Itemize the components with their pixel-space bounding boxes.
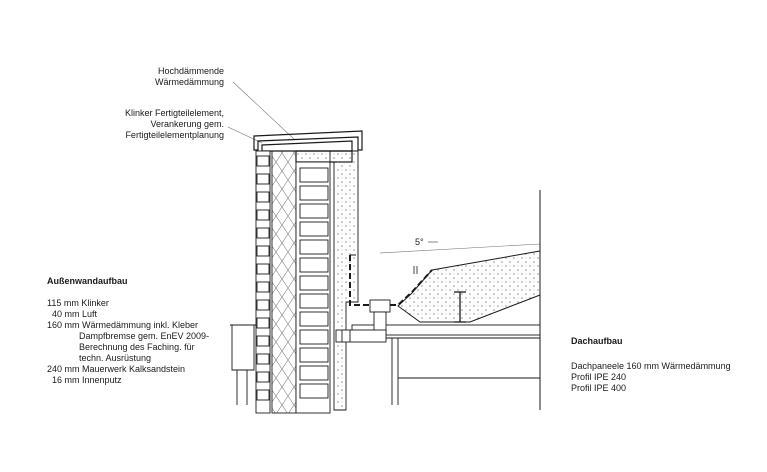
roof-top-line	[379, 243, 541, 254]
wall-build-up-legend: Außenwandaufbau 115 mm Klinker 40 mm Luf…	[47, 276, 209, 386]
wall-line-4: Dampfbremse gem. EnEV 2009-	[79, 331, 210, 341]
label-precast-line1: Klinker Fertigteilelement,	[124, 108, 224, 118]
label-insulation: Hochdämmende Wärmedämmung	[155, 66, 224, 88]
roof-line-3: Profil IPE 400	[571, 383, 627, 393]
wall-line-1: 115 mm Klinker	[47, 298, 109, 308]
label-insulation-line2: Wärmedämmung	[154, 77, 224, 87]
roof-build-up-legend: Dachaufbau Dachpaneele 160 mm Wärmedämmu…	[571, 336, 731, 394]
wall-line-8: 16 mm Innenputz	[52, 375, 122, 385]
roof-slope-label: 5°	[415, 237, 424, 247]
label-insulation-line1: Hochdämmende	[157, 66, 224, 76]
wall-line-5: Berechnung des Faching. für	[79, 342, 195, 352]
masonry-wall	[295, 161, 331, 414]
ipe-profile	[454, 291, 466, 323]
label-precast-line2: Verankerung gem.	[150, 119, 224, 129]
wall-line-7: 240 mm Mauerwerk Kalksandstein	[47, 364, 186, 374]
label-precast-element: Klinker Fertigteilelement, Verankerung g…	[125, 108, 224, 141]
label-precast-line3: Fertigteilelementplanung	[125, 130, 224, 140]
wall-build-up-title: Außenwandaufbau	[47, 276, 128, 286]
parapet-insulation	[329, 150, 359, 411]
clinker-leaf	[255, 150, 271, 414]
roof-line-2: Profil IPE 240	[571, 372, 627, 382]
wall-line-6: techn. Ausrüstung	[79, 353, 152, 363]
clinker-courses	[256, 155, 270, 401]
flashing-mark	[413, 266, 418, 274]
leader-line-precast	[227, 126, 263, 144]
wall-line-2: 40 mm Luft	[52, 309, 98, 319]
gutter	[230, 324, 256, 405]
wall-insulation	[271, 150, 297, 414]
roof-drain	[335, 299, 391, 343]
wall-line-3: 160 mm Wärmedämmung inkl. Kleber	[47, 320, 199, 330]
leader-line-insulation	[232, 81, 296, 141]
roof-panel	[397, 250, 541, 323]
roof-line-1: Dachpaneele 160 mm Wärmedämmung	[571, 361, 731, 371]
roof-build-up-title: Dachaufbau	[571, 336, 623, 346]
